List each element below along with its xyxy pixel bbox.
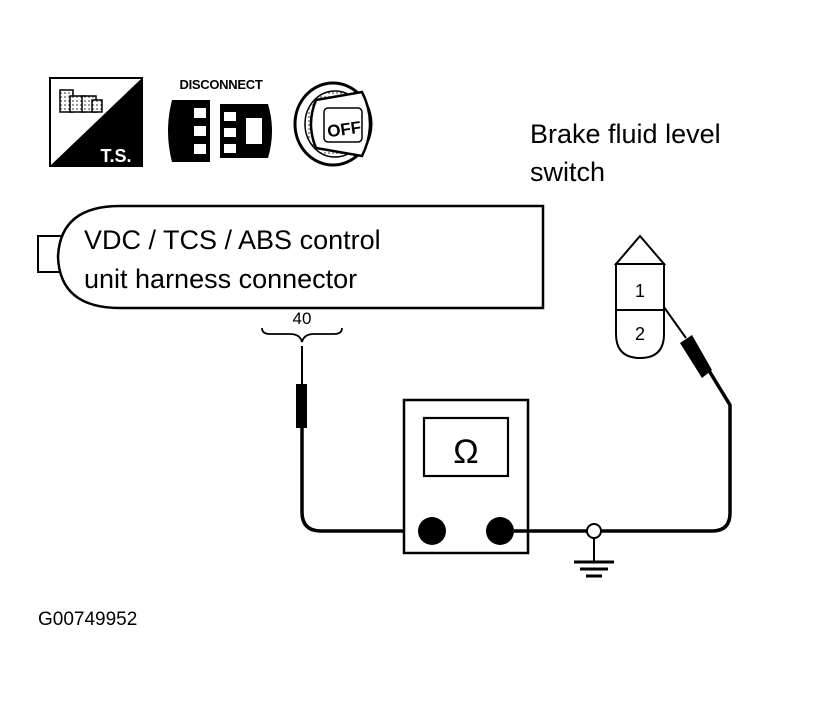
terminal-40-bracket: 40 — [261, 309, 343, 343]
ignition-off-icon: OFF — [293, 81, 373, 167]
left-test-lead — [296, 346, 406, 533]
connector-label-line-1: VDC / TCS / ABS control — [84, 225, 381, 255]
disconnect-label: DISCONNECT — [180, 77, 263, 92]
switch-label-line-1: Brake fluid level — [530, 119, 721, 149]
disconnect-icon: DISCONNECT — [168, 77, 272, 162]
meter-jack-left — [418, 517, 446, 545]
ground-junction — [586, 523, 602, 539]
meter-jack-right — [486, 517, 514, 545]
ts-icon-label: T.S. — [100, 146, 131, 166]
ignition-off-label: OFF — [326, 118, 362, 142]
ts-icon: T.S. — [49, 77, 143, 167]
connector-label-line-2: unit harness connector — [84, 264, 358, 294]
switch-terminal-1: 1 — [635, 281, 645, 301]
ohmmeter: Ω — [402, 398, 530, 555]
harness-connector — [37, 204, 545, 310]
switch-terminal-2: 2 — [635, 324, 645, 344]
right-test-lead — [514, 295, 732, 539]
terminal-40-label: 40 — [293, 309, 312, 328]
switch-connector: 1 2 — [613, 234, 667, 360]
ground-symbol — [574, 538, 614, 578]
figure-id: G00749952 — [38, 609, 138, 630]
switch-label-line-2: switch — [530, 157, 606, 187]
ohm-symbol: Ω — [453, 433, 478, 471]
